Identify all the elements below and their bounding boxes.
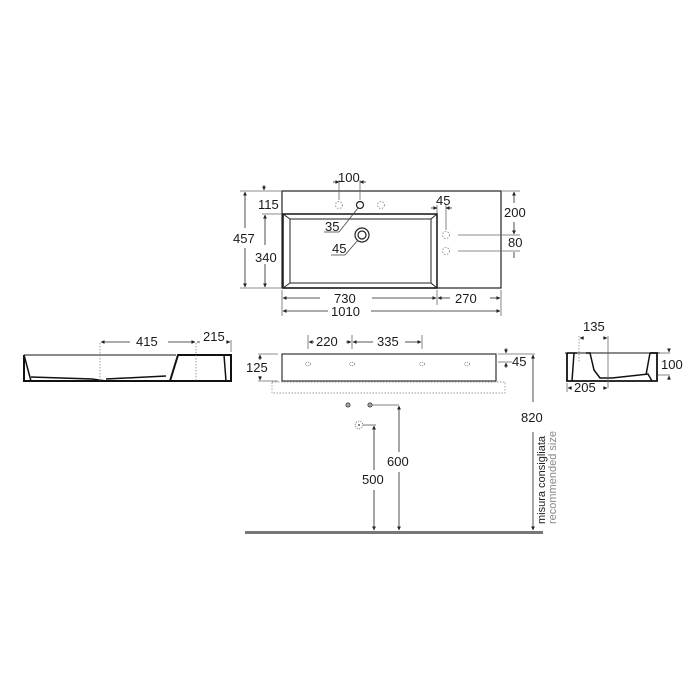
dim-rim-from-floor: 820 [521, 410, 543, 425]
dim-deck-width: 270 [455, 291, 477, 306]
dim-side-hole-offset: 45 [436, 193, 450, 208]
dim-drain-depth: 205 [574, 380, 596, 395]
side-hole-lower-icon [442, 247, 450, 255]
dim-basin-width: 730 [334, 291, 356, 306]
top-view: 100 35 45 45 200 80 115 457 3 [233, 170, 526, 319]
dim-rim-height: 45 [512, 354, 526, 369]
dim-overall-depth: 457 [233, 231, 255, 246]
dim-basin-depth: 340 [255, 250, 277, 265]
recommended-note-it: misura consigliata [536, 435, 548, 524]
basin-inner-outline [289, 218, 432, 284]
front-view: 220 335 125 45 [246, 334, 535, 394]
dim-front-height: 125 [246, 360, 268, 375]
tap-hole-left-icon [335, 201, 343, 209]
side-hole-upper-icon [442, 231, 450, 239]
dim-supply-height: 600 [387, 454, 409, 469]
dim-drain-center: 415 [136, 334, 158, 349]
basin-outline [282, 213, 438, 289]
dim-bowl-depth: 100 [661, 357, 683, 372]
floor-line [245, 531, 543, 534]
dim-overall-width: 1010 [331, 304, 360, 319]
mounting-bracket-outline [271, 381, 506, 394]
drain-outlet-icon [354, 420, 364, 430]
dim-side-hole-from-back: 200 [504, 205, 526, 220]
dim-back-deck: 115 [258, 197, 279, 212]
dim-tap-spacing: 100 [338, 170, 360, 185]
dim-tap-diameter: 35 [325, 219, 339, 234]
dim-drain-diameter: 45 [332, 241, 346, 256]
side-view-right: 135 205 100 [565, 319, 683, 395]
drain-inner-icon [357, 230, 367, 240]
installation-view: 600 500 820 misura consigliata recommend… [245, 354, 559, 534]
dim-bracket-spacing-2: 335 [377, 334, 399, 349]
tap-hole-center-icon [355, 200, 365, 210]
top-outline [281, 190, 502, 289]
dim-bracket-spacing-1: 220 [316, 334, 338, 349]
side-view-left: 415 215 [23, 329, 232, 382]
tap-hole-right-icon [377, 201, 385, 209]
dim-side-hole-spacing: 80 [508, 235, 522, 250]
dim-deck-part: 215 [203, 329, 225, 344]
drain-outer-icon [354, 227, 370, 243]
dim-bowl-offset: 135 [583, 319, 605, 334]
recommended-note-en: recommended size [547, 431, 559, 524]
dim-drain-height: 500 [362, 472, 384, 487]
supply-left-icon [345, 402, 351, 408]
front-outline [281, 353, 497, 382]
